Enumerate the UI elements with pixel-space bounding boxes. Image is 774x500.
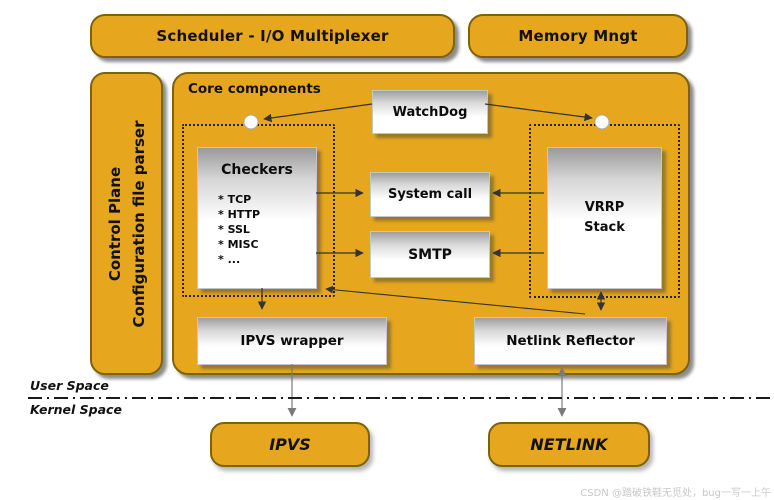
ipvs-kernel-box: IPVS	[210, 422, 370, 467]
kernel-space-label: Kernel Space	[30, 402, 122, 417]
core-components-label: Core components	[188, 81, 321, 97]
smtp-box: SMTP	[370, 231, 490, 278]
vrrp-stack-line2: Stack	[584, 220, 625, 235]
checkers-item-ssl: * SSL	[218, 223, 250, 236]
checkers-item-more: * ...	[218, 253, 241, 266]
control-plane-label: Control Plane Configuration file parser	[103, 120, 151, 327]
netlink-reflector-label: Netlink Reflector	[506, 333, 635, 349]
netlink-label: NETLINK	[530, 435, 608, 454]
csdn-watermark: CSDN @踏破铁鞋无觅处，bug一写一上午	[580, 488, 771, 499]
system-call-label: System call	[387, 187, 473, 202]
memory-mngt-box: Memory Mngt	[468, 14, 688, 58]
control-plane-line2: Configuration file parser	[129, 120, 148, 327]
watchdog-box: WatchDog	[372, 90, 488, 134]
checkers-title: Checkers	[221, 162, 293, 178]
user-space-label: User Space	[30, 378, 109, 393]
netlink-kernel-box: NETLINK	[488, 422, 650, 467]
control-plane-box: Control Plane Configuration file parser	[90, 72, 163, 375]
checkers-item-tcp: * TCP	[218, 193, 252, 206]
system-call-box: System call	[370, 172, 490, 217]
checkers-item-http: * HTTP	[218, 208, 261, 221]
scheduler-io-multiplexer-box: Scheduler - I/O Multiplexer	[90, 14, 455, 58]
vrrp-stack-line1: VRRP	[584, 199, 625, 215]
checkers-item-misc: * MISC	[218, 238, 259, 251]
memory-mngt-label: Memory Mngt	[518, 27, 638, 45]
netlink-reflector-box: Netlink Reflector	[474, 317, 667, 365]
checkers-item-list: * TCP * HTTP * SSL * MISC * ...	[198, 192, 316, 267]
checkers-box: Checkers * TCP * HTTP * SSL * MISC * ...	[197, 147, 317, 289]
core-components-box: Core components WatchDog Checkers * TCP …	[172, 72, 690, 375]
checkers-dotted-region	[182, 124, 335, 297]
ipvs-label: IPVS	[269, 435, 311, 454]
watchdog-label: WatchDog	[392, 104, 468, 120]
vrrp-stack-box: VRRP Stack	[547, 147, 662, 289]
ipvs-wrapper-label: IPVS wrapper	[240, 333, 344, 349]
scheduler-label: Scheduler - I/O Multiplexer	[156, 27, 389, 45]
ipvs-wrapper-box: IPVS wrapper	[197, 317, 387, 365]
smtp-label: SMTP	[408, 246, 452, 263]
control-plane-line1: Control Plane	[105, 166, 124, 281]
